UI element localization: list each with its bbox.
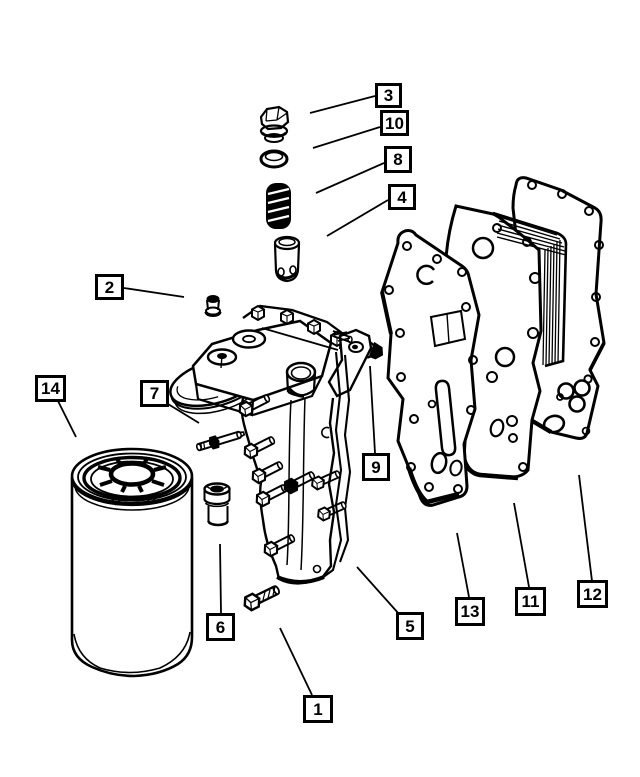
callout-label-13: 13: [460, 602, 480, 621]
part-7-stud-drawing: [195, 430, 246, 452]
callout-box-6[interactable]: 6: [206, 613, 235, 641]
part-13-gasket-drawing: [380, 229, 481, 507]
leader-line-7: [167, 403, 200, 424]
part-8-spring-drawing: [266, 183, 291, 229]
leader-line-14: [56, 398, 77, 438]
part-10-oring-drawing: [259, 149, 289, 169]
callout-label-1: 1: [313, 699, 323, 719]
leader-line-5: [356, 566, 400, 615]
callout-box-12[interactable]: 12: [577, 580, 608, 608]
leader-line-9: [369, 365, 376, 454]
part-2-plug-drawing: [204, 295, 222, 317]
callout-label-11: 11: [521, 592, 540, 611]
callout-box-3[interactable]: 3: [375, 83, 402, 108]
callout-label-7: 7: [149, 384, 160, 403]
part-1-bolt-drawing: [240, 581, 283, 614]
callout-label-2: 2: [104, 277, 115, 297]
callout-label-12: 12: [583, 584, 602, 604]
callout-label-4: 4: [397, 187, 407, 207]
part-4-bypass-valve-drawing: [273, 235, 301, 283]
callout-label-3: 3: [383, 86, 394, 105]
leader-line-13: [456, 532, 470, 598]
leader-line-4: [326, 199, 389, 237]
leader-line-8: [315, 162, 385, 194]
callout-box-13[interactable]: 13: [455, 597, 485, 626]
callout-box-8[interactable]: 8: [384, 146, 412, 173]
leader-line-2: [123, 287, 185, 298]
leader-line-3: [309, 95, 376, 114]
callout-box-10[interactable]: 10: [380, 110, 409, 136]
leader-line-1: [279, 627, 313, 696]
callout-label-9: 9: [371, 457, 381, 477]
leader-line-10: [312, 126, 381, 149]
leader-lines: [56, 95, 593, 696]
part-3-plug-drawing: [259, 105, 290, 143]
callout-box-9[interactable]: 9: [362, 453, 390, 481]
callout-box-11[interactable]: 11: [515, 587, 546, 616]
callout-box-14[interactable]: 14: [35, 375, 66, 402]
callout-box-2[interactable]: 2: [95, 274, 124, 300]
callout-label-8: 8: [393, 150, 403, 169]
part-6-connector-fitting-drawing: [203, 482, 231, 527]
callout-label-14: 14: [41, 379, 60, 398]
callout-label-10: 10: [385, 113, 404, 133]
part-5-filter-adapter-bracket-drawing: [169, 304, 373, 585]
callout-box-1[interactable]: 1: [303, 695, 333, 723]
leader-line-6: [219, 543, 222, 614]
callout-box-5[interactable]: 5: [396, 612, 424, 640]
part-14-oil-filter-drawing: [70, 447, 194, 678]
callout-box-4[interactable]: 4: [388, 184, 416, 210]
callout-label-5: 5: [405, 616, 415, 636]
callout-box-7[interactable]: 7: [140, 380, 169, 407]
leader-line-12: [578, 474, 593, 582]
callout-label-6: 6: [215, 617, 226, 637]
leader-line-11: [513, 502, 530, 588]
